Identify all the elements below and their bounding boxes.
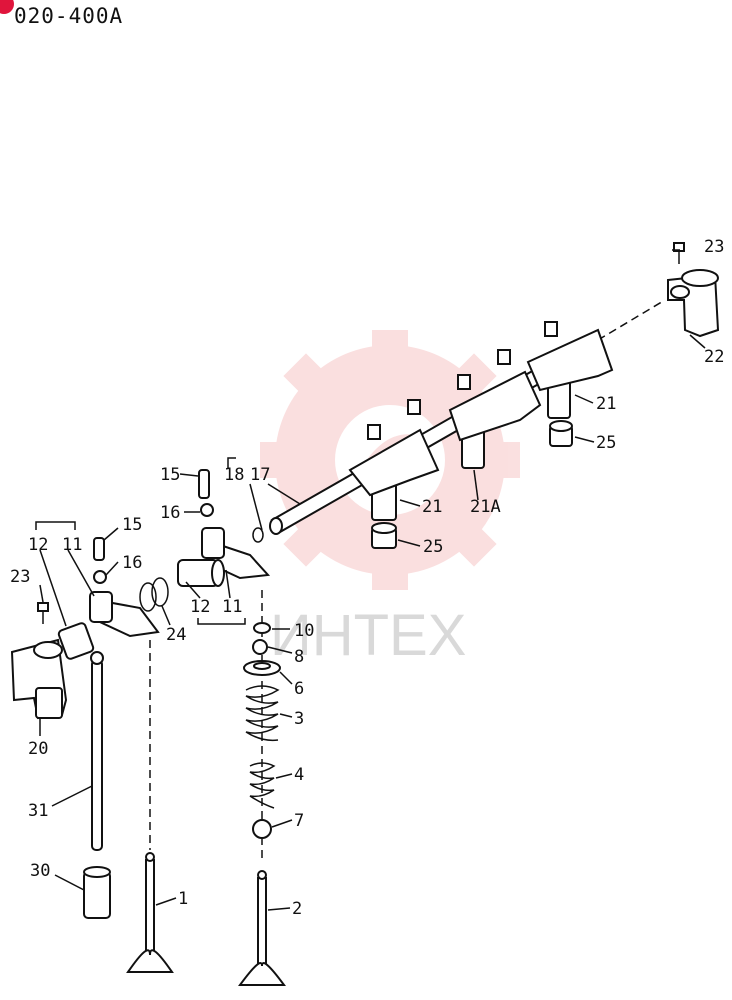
- spacer-25-left: [371, 522, 397, 549]
- bolt-23-top: [673, 242, 685, 264]
- callout-25-left: 25: [423, 537, 443, 557]
- outer-spring-3: [245, 685, 280, 742]
- callout-20: 20: [28, 739, 48, 759]
- callout-7: 7: [294, 811, 304, 831]
- callout-16-upper: 16: [160, 503, 180, 523]
- group-bracket-12-11-mid: [197, 618, 246, 625]
- callout-31: 31: [28, 801, 48, 821]
- rocker-arm-middle: [177, 527, 271, 587]
- spring-retainer-6: [243, 660, 281, 676]
- nut-16-lower: [93, 570, 107, 584]
- callout-30: 30: [30, 861, 50, 881]
- end-bracket-20: [10, 638, 68, 720]
- collet-8: [252, 639, 268, 655]
- push-rod-31: [90, 651, 104, 851]
- callout-25-right: 25: [596, 433, 616, 453]
- shaft-centerline: [597, 299, 666, 341]
- callout-10: 10: [294, 621, 314, 641]
- watermark-logo: [260, 330, 520, 590]
- callout-21A: 21A: [470, 497, 501, 517]
- callout-21-right: 21: [596, 394, 616, 414]
- rocker-arm-left: [89, 591, 160, 638]
- callout-6: 6: [294, 679, 304, 699]
- inner-spring-4: [249, 762, 276, 809]
- callout-22: 22: [704, 347, 724, 367]
- leader-lines: [39, 249, 706, 911]
- callout-1: 1: [178, 889, 188, 909]
- callout-18: 18: [224, 465, 244, 485]
- valve-seal-7: [252, 819, 272, 839]
- callout-21-left: 21: [422, 497, 442, 517]
- callout-17: 17: [250, 465, 270, 485]
- diagram-code: 020-400A: [14, 4, 124, 28]
- shaft-bracket-21-right: [526, 321, 614, 419]
- bushing-12-left: [57, 622, 95, 660]
- circlip-18: [252, 527, 264, 543]
- callout-23-left: 23: [10, 567, 30, 587]
- corner-mark: [0, 0, 14, 14]
- callout-11-mid: 11: [222, 597, 242, 617]
- nut-16-upper: [200, 503, 214, 517]
- callout-12-mid: 12: [190, 597, 210, 617]
- washers-24: [139, 577, 169, 612]
- rocker-screw-15-lower: [93, 537, 105, 561]
- rocker-screw-15-upper: [198, 469, 210, 499]
- callout-23-top: 23: [704, 237, 724, 257]
- callout-2: 2: [292, 899, 302, 919]
- callout-12-left: 12: [28, 535, 48, 555]
- watermark-text: ИНТЕХ: [270, 603, 466, 668]
- callout-4: 4: [294, 765, 304, 785]
- callout-8: 8: [294, 647, 304, 667]
- spacer-25-right: [549, 420, 573, 447]
- callout-11-left: 11: [62, 535, 82, 555]
- callout-24: 24: [166, 625, 186, 645]
- callout-3: 3: [294, 709, 304, 729]
- shaft-bracket-22: [667, 269, 720, 338]
- tappet-30: [83, 866, 111, 919]
- callout-16-lower: 16: [122, 553, 142, 573]
- exhaust-valve-2: [238, 870, 286, 986]
- shaft-bracket-21A: [448, 349, 542, 469]
- valve-cap-10: [253, 622, 271, 634]
- group-bracket-12-11-left: [35, 521, 76, 530]
- callout-15-upper: 15: [160, 465, 180, 485]
- callout-15-lower: 15: [122, 515, 142, 535]
- intake-valve-1: [126, 852, 174, 973]
- group-bracket-18-17: [227, 457, 236, 468]
- shaft-bracket-21-left: [348, 399, 440, 521]
- bolt-23-left: [37, 602, 49, 624]
